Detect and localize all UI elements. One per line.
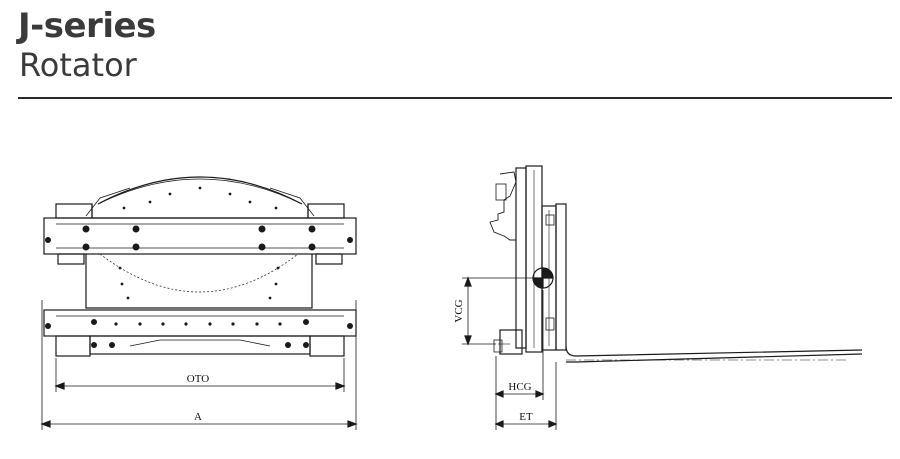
vcg-dimension-label: VCG [453, 299, 465, 322]
et-dimension-label: ET [519, 411, 533, 423]
hcg-dimension-label: HCG [508, 381, 531, 393]
product-name-subtitle: Rotator [19, 46, 137, 84]
side-view-drawing [462, 165, 863, 430]
a-dimension-label: A [194, 411, 202, 423]
front-view-drawing [40, 176, 358, 430]
oto-dimension-label: OTO [187, 373, 209, 385]
header-divider [18, 97, 892, 99]
product-series-title: J-series [18, 6, 156, 46]
